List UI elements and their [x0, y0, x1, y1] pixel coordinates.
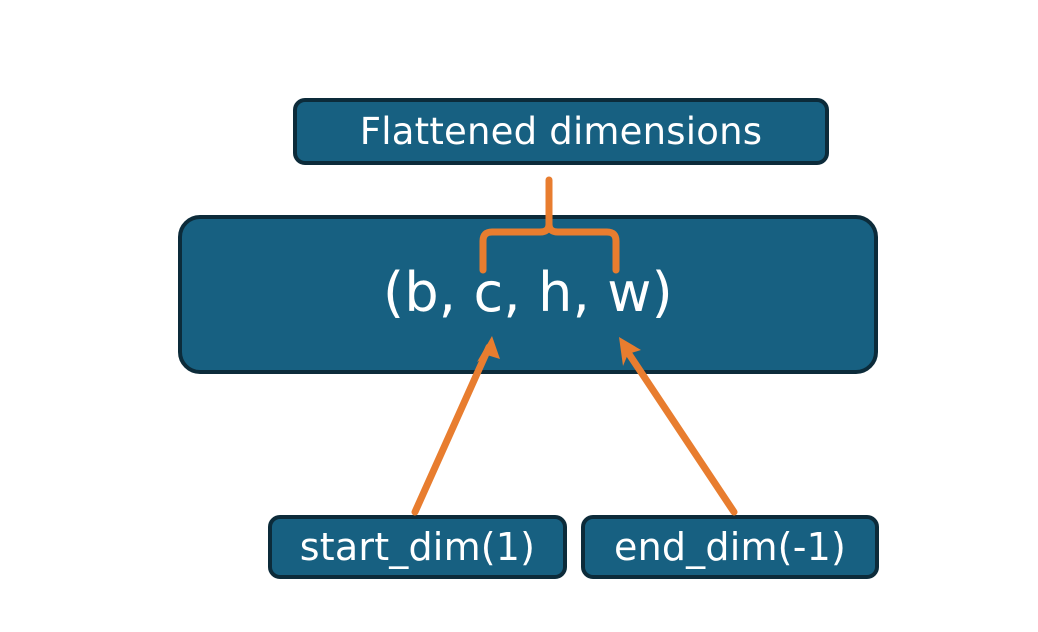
start-dim-box: start_dim(1) — [268, 515, 567, 579]
end-dim-box: end_dim(-1) — [581, 515, 879, 579]
start-dim-label: start_dim(1) — [299, 525, 536, 569]
end-dim-label: end_dim(-1) — [613, 525, 847, 569]
tensor-shape-box: (b, c, h, w) — [178, 215, 878, 374]
flattened-dimensions-box: Flattened dimensions — [293, 98, 829, 165]
tensor-shape-label: (b, c, h, w) — [383, 261, 673, 324]
flattened-dimensions-label: Flattened dimensions — [359, 110, 763, 153]
